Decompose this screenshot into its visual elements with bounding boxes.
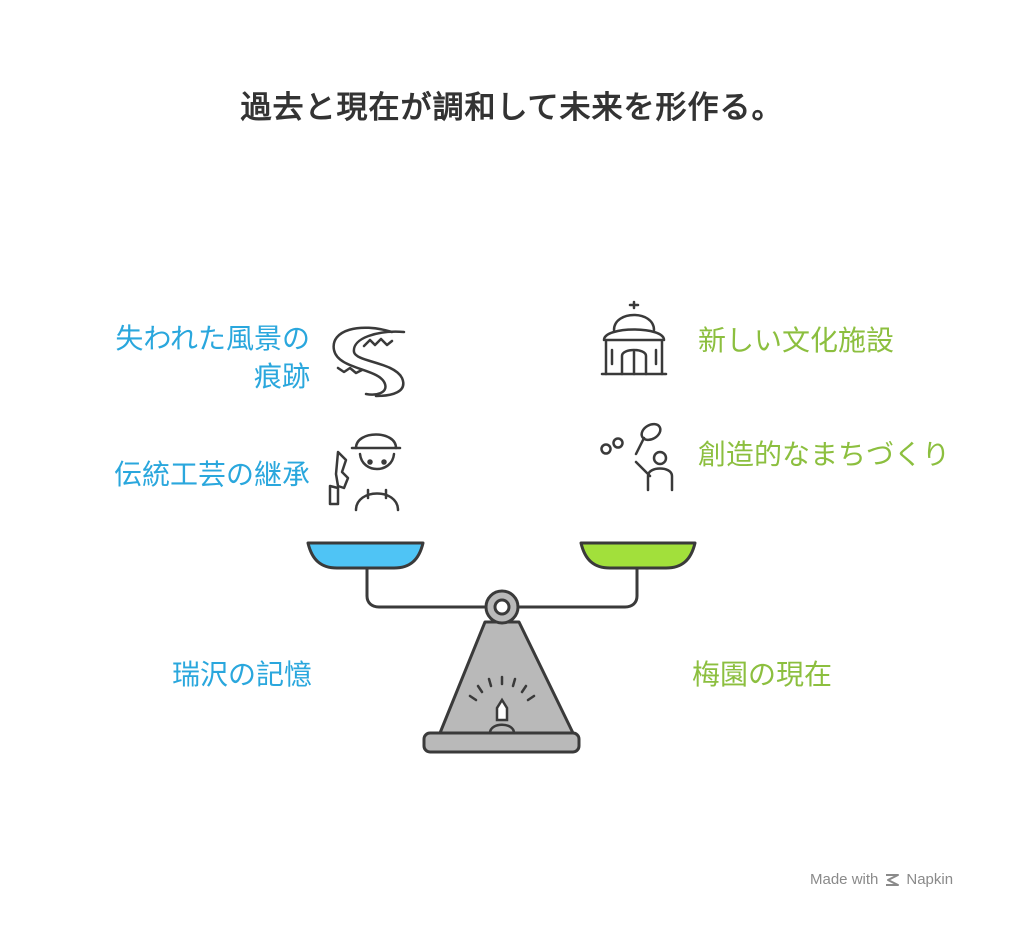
balance-base — [422, 731, 581, 754]
balance-gauge — [468, 675, 536, 735]
label-mizusawa-memory: 瑞沢の記憶 — [171, 658, 312, 691]
napkin-logo-icon — [886, 873, 900, 886]
label-lost-landscape-line2: 痕跡 — [253, 360, 310, 393]
napkin-footer[interactable]: Made with Napkin — [810, 871, 953, 888]
label-traditional-craft: 伝統工芸の継承 — [113, 458, 310, 491]
river-landscape-icon — [332, 326, 406, 398]
page-title: 過去と現在が調和して未来を形作る。 — [240, 90, 784, 126]
label-new-cultural-facility: 新しい文化施設 — [698, 324, 895, 357]
right-scale-pan — [579, 541, 697, 570]
label-creative-town-planning: 創造的なまちづくり — [698, 438, 951, 471]
cultural-building-icon — [600, 300, 668, 376]
napkin-brand-text: Napkin — [906, 871, 954, 888]
left-scale-pan — [306, 541, 425, 570]
label-lost-landscape: 失われた風景の 痕跡 — [60, 320, 310, 396]
label-lost-landscape-line1: 失われた風景の — [115, 322, 310, 355]
craftsman-icon — [328, 433, 402, 512]
creative-person-icon — [600, 422, 674, 492]
label-baien-present: 梅園の現在 — [692, 658, 833, 691]
made-with-text: Made with — [810, 871, 879, 888]
